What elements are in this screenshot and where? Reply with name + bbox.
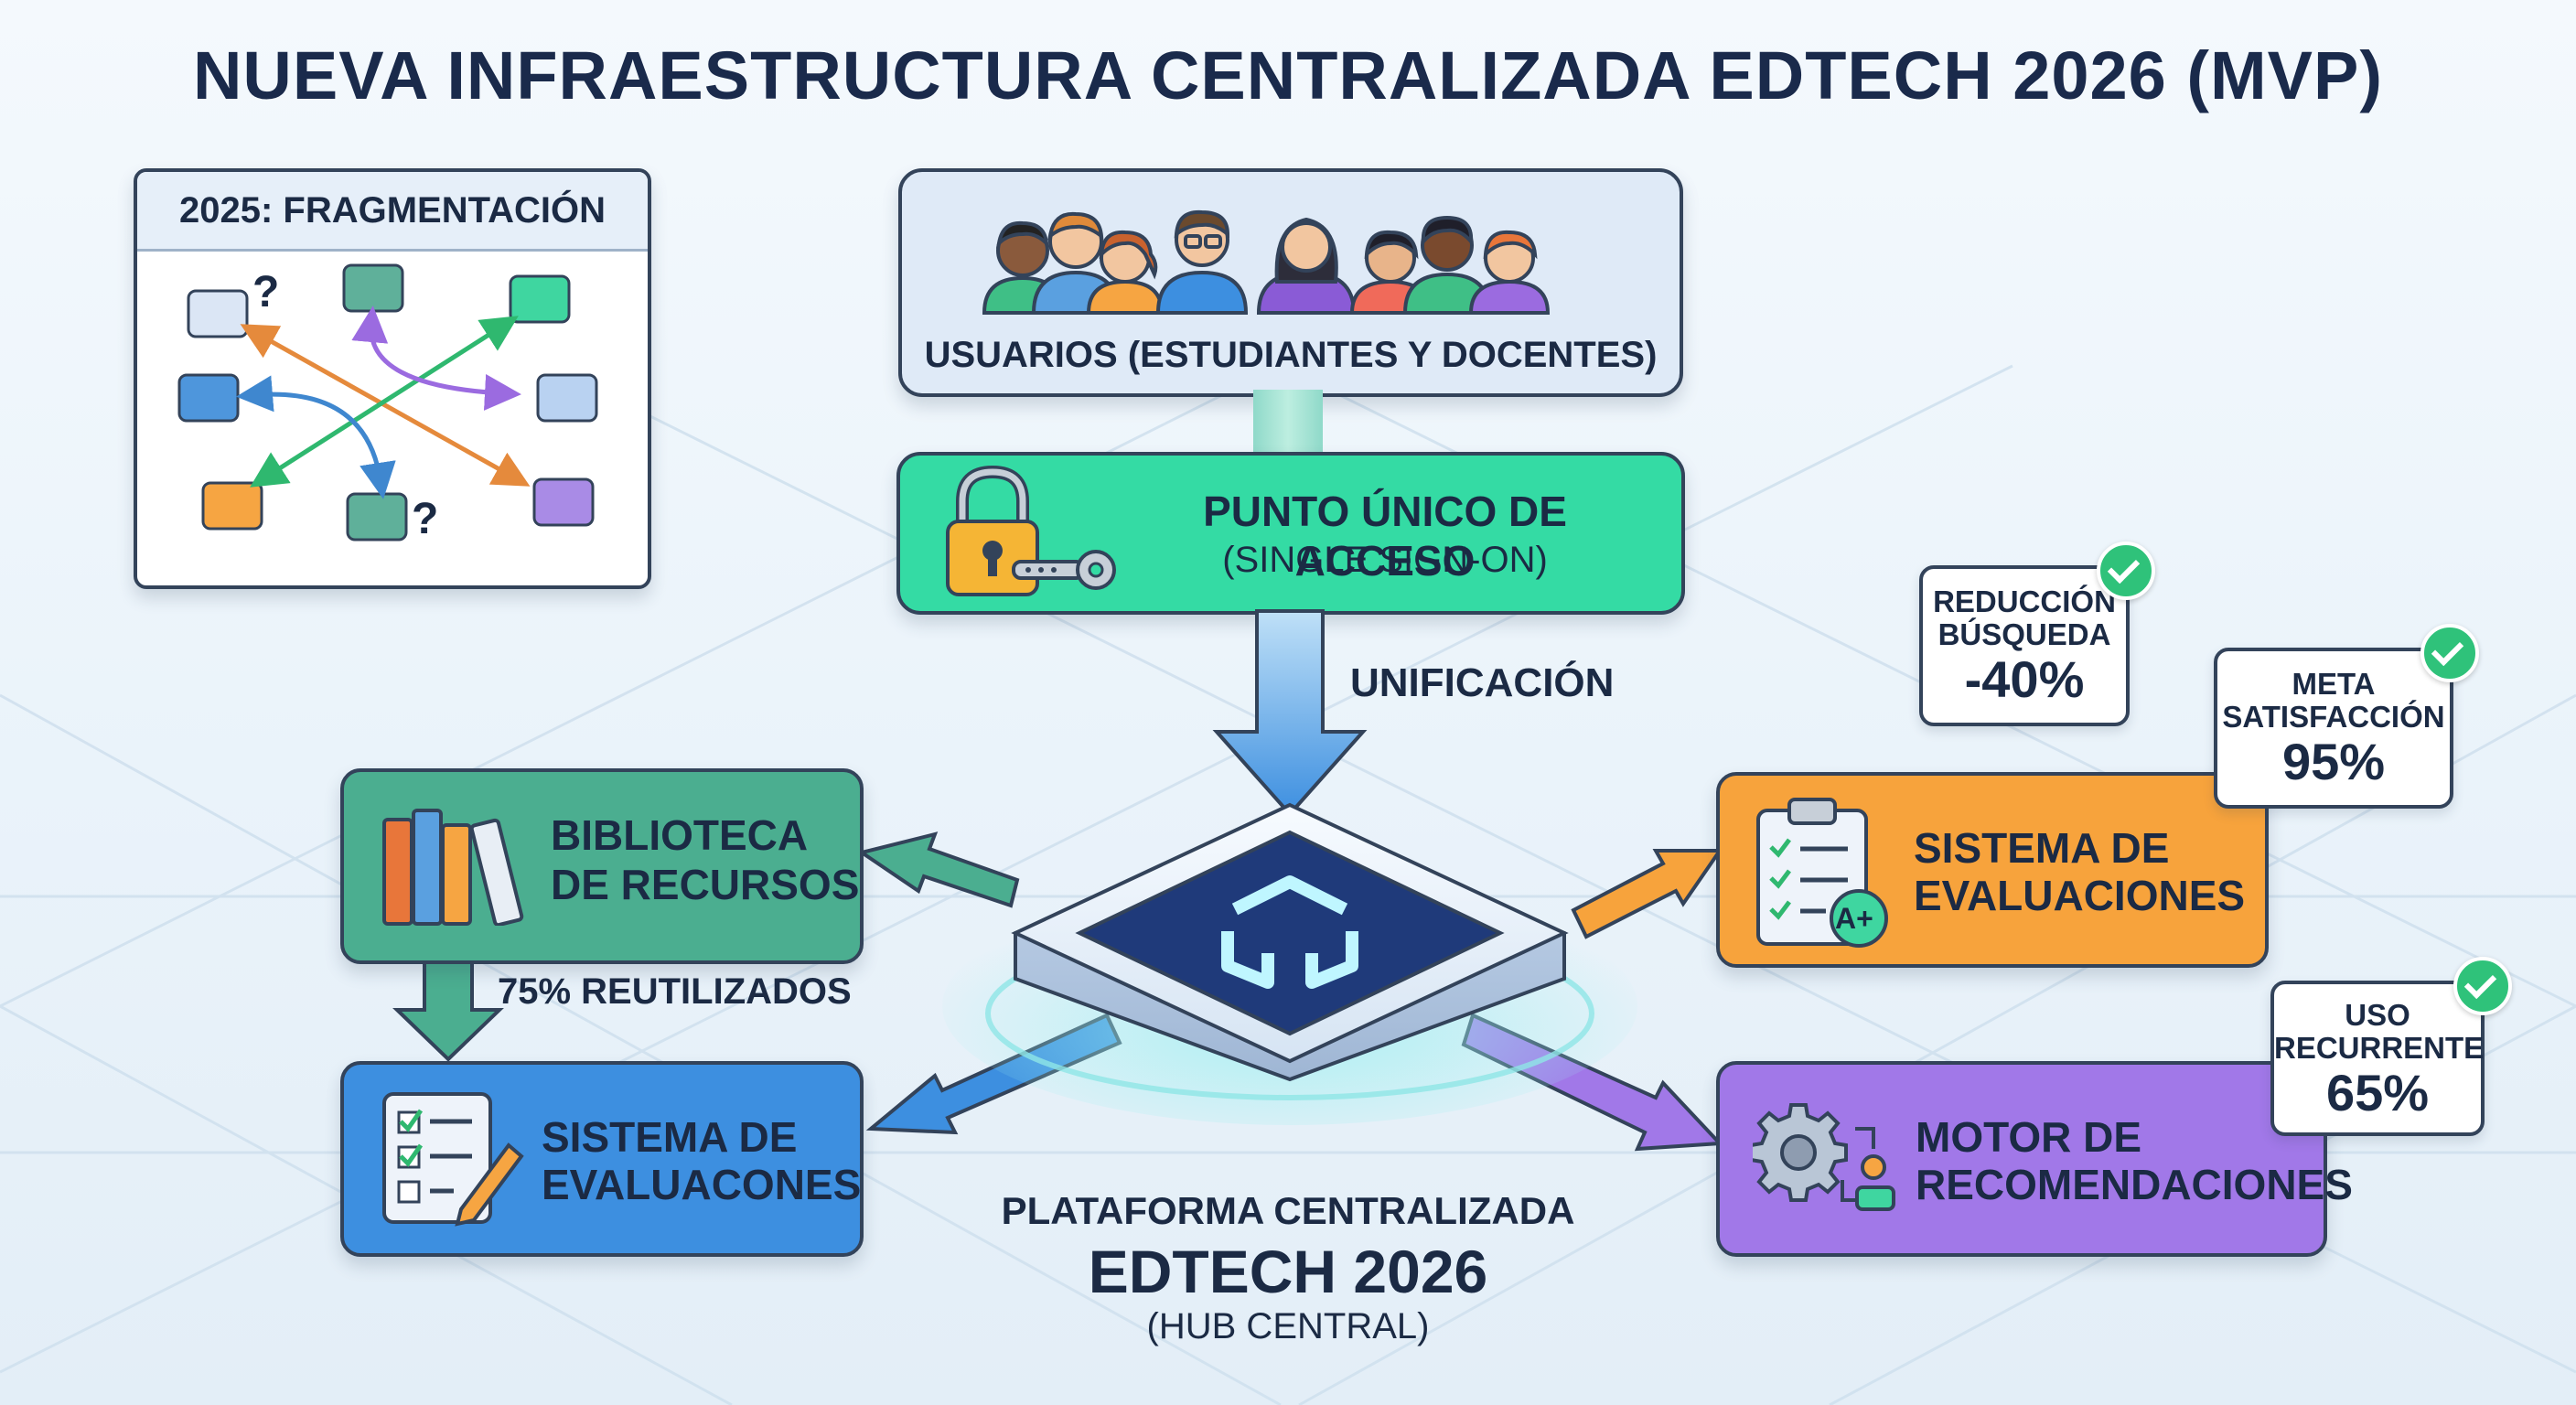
hub-title: PLATAFORMA CENTRALIZADA xyxy=(1001,1189,1575,1232)
evaluations-right-box: A+ SISTEMA DE EVALUACIONES xyxy=(1716,772,2269,968)
system-box xyxy=(532,477,595,527)
hub-logo-icon xyxy=(1221,875,1358,989)
question-mark: ? xyxy=(252,268,280,316)
books-icon xyxy=(382,809,524,926)
callout-recurrent-line2: RECURRENTE xyxy=(2274,1031,2485,1065)
hub-subtitle: (HUB CENTRAL) xyxy=(1146,1306,1430,1346)
system-box xyxy=(187,289,249,338)
arrow-to-evaluations-right xyxy=(1571,849,1723,939)
sso-subtitle: (SINGLE SIGN-ON) xyxy=(1222,540,1548,580)
system-box xyxy=(509,274,571,324)
callout-search-reduction: REDUCCIÓN BÚSQUEDA -40% xyxy=(1919,565,2130,726)
check-icon xyxy=(2097,542,2155,600)
callout-recurrent-value: 65% xyxy=(2325,1064,2430,1121)
callout-satisfaction-line1: META xyxy=(2292,667,2376,701)
arrow-library-to-evaluations xyxy=(392,959,504,1062)
sso-title: PUNTO ÚNICO DE ACCESO xyxy=(1203,488,1567,585)
unification-label: UNIFICACIÓN xyxy=(1350,660,1615,705)
question-mark: ? xyxy=(412,495,439,543)
library-reuse-note: 75% REUTILIZADOS xyxy=(498,971,852,1012)
recommendations-subtitle: RECOMENDACIONES xyxy=(1916,1161,2353,1208)
recommendations-box: MOTOR DE RECOMENDACIONES xyxy=(1716,1061,2353,1257)
system-box xyxy=(536,373,598,423)
evaluations-left-title: SISTEMA DE xyxy=(542,1113,798,1161)
arrow-to-library xyxy=(857,831,1020,908)
key-icon xyxy=(1012,550,1116,590)
users-box: USUARIOS (ESTUDIANTES Y DOCENTES) xyxy=(898,168,1683,397)
users-label: USUARIOS (ESTUDIANTES Y DOCENTES) xyxy=(924,335,1658,375)
callout-search-line2: BÚSQUEDA xyxy=(1937,617,2111,651)
hub-name: EDTECH 2026 xyxy=(1088,1238,1488,1305)
evaluations-right-subtitle: EVALUACIONES xyxy=(1914,872,2246,919)
fragmentation-label: 2025: FRAGMENTACIÓN xyxy=(179,190,606,231)
library-title: BIBLIOTECA xyxy=(551,811,809,859)
page-title: NUEVA INFRAESTRUCTURA CENTRALIZADA EDTEC… xyxy=(192,38,2384,113)
callout-satisfaction: META SATISFACCIÓN 95% xyxy=(2214,648,2453,809)
recommendations-title: MOTOR DE xyxy=(1916,1113,2142,1161)
check-icon xyxy=(2420,624,2479,682)
gear-icon xyxy=(1753,1103,1895,1211)
callout-search-line1: REDUCCIÓN xyxy=(1933,585,2116,618)
callout-satisfaction-value: 95% xyxy=(2281,733,2386,790)
evaluations-right-title: SISTEMA DE xyxy=(1914,824,2170,872)
unification-arrow xyxy=(1212,609,1368,818)
pencil-icon xyxy=(455,1142,524,1227)
sso-box: PUNTO ÚNICO DE ACCESO (SINGLE SIGN-ON) xyxy=(896,452,1685,615)
callout-recurrent-line1: USO xyxy=(2345,998,2410,1032)
evaluations-left-subtitle: EVALUACONES xyxy=(542,1161,862,1208)
fragmentation-panel: 2025: FRAGMENTACIÓN ? ? xyxy=(134,168,651,589)
fragmentation-header xyxy=(137,172,648,252)
callout-satisfaction-line2: SATISFACCIÓN xyxy=(2222,700,2445,734)
connector-users-sso xyxy=(1253,390,1323,456)
people-icon xyxy=(982,209,1551,315)
clipboard-icon xyxy=(1756,798,1888,948)
callout-search-value: -40% xyxy=(1964,650,2085,708)
callout-recurrent-use: USO RECURRENTE 65% xyxy=(2270,981,2485,1136)
check-icon xyxy=(2453,957,2512,1015)
fragmented-systems-diagram xyxy=(177,263,598,542)
checklist-icon xyxy=(382,1092,524,1227)
library-box: BIBLIOTECA DE RECURSOS xyxy=(340,768,864,964)
evaluations-left-box: SISTEMA DE EVALUACONES xyxy=(340,1061,864,1257)
central-hub xyxy=(942,802,1637,1125)
library-subtitle: DE RECURSOS xyxy=(551,861,860,908)
grade-badge: A+ xyxy=(1835,902,1873,935)
